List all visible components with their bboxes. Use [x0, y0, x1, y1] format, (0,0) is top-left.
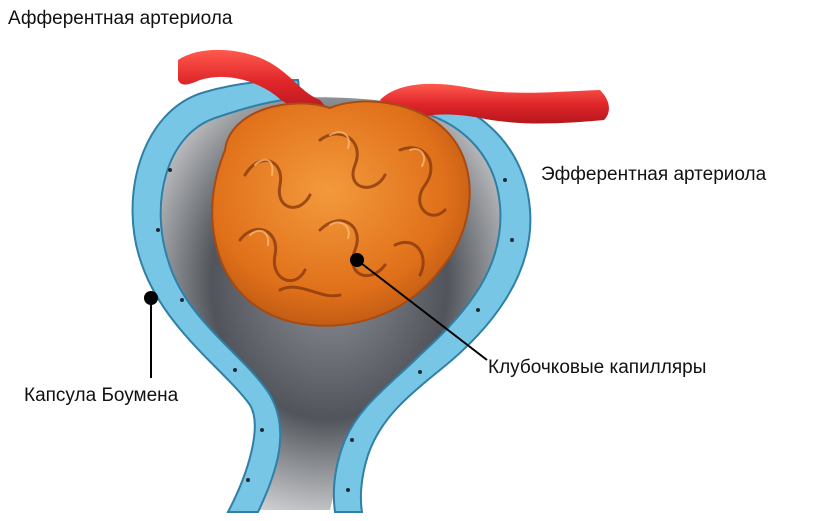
leader-capsule: [144, 291, 158, 378]
label-efferent-arteriole: Эфферентная артериола: [541, 164, 766, 186]
capillaries-pointer-dot: [350, 253, 364, 267]
capsule-pointer-dot: [144, 291, 158, 305]
label-bowman-capsule: Капсула Боумена: [24, 385, 178, 407]
label-glomerular-capillaries: Клубочковые капилляры: [488, 357, 706, 379]
label-afferent-arteriole: Афферентная артериола: [8, 8, 232, 30]
